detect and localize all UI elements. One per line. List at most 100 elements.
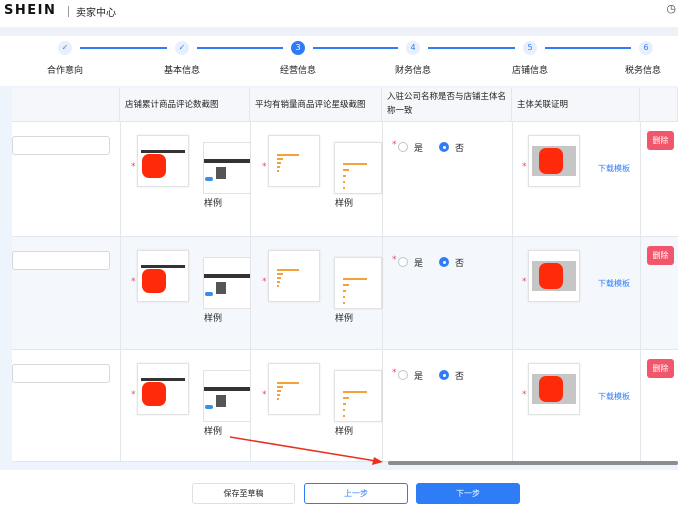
step-label[interactable]: 财务信息 <box>394 66 431 76</box>
required-star: * <box>262 162 267 172</box>
review-count-screenshot[interactable] <box>137 135 189 187</box>
step-label[interactable]: 经营信息 <box>279 66 316 76</box>
clock-icon[interactable]: ◷ <box>666 2 676 15</box>
column-divider <box>120 350 121 462</box>
download-template-link[interactable]: 下载模板 <box>598 392 630 401</box>
column-header <box>12 88 120 122</box>
required-star: * <box>131 277 136 287</box>
required-star: * <box>262 390 267 400</box>
required-star: * <box>131 390 136 400</box>
step-marker-4: 4 <box>406 41 420 55</box>
column-header: 店铺累计商品评论数截图 <box>120 88 250 122</box>
column-divider <box>512 350 513 462</box>
next-step-button[interactable]: 下一步 <box>416 483 520 504</box>
step-label[interactable]: 税务信息 <box>624 66 661 76</box>
delete-button[interactable]: 删除 <box>647 359 674 378</box>
column-header: 入驻公司名称是否与店铺主体名称一致 <box>382 88 512 122</box>
save-draft-button[interactable]: 保存至草稿 <box>192 483 295 504</box>
step-marker-6: 6 <box>639 41 653 55</box>
column-divider <box>640 237 641 350</box>
affiliation-proof-image[interactable] <box>528 363 580 415</box>
column-divider <box>120 122 121 237</box>
review-count-screenshot[interactable] <box>137 363 189 415</box>
column-divider <box>512 237 513 350</box>
required-star: * <box>392 140 397 150</box>
required-star: * <box>392 255 397 265</box>
radio-yes[interactable] <box>398 257 408 267</box>
radio-no-label[interactable]: 否 <box>455 372 465 382</box>
delete-button[interactable]: 删除 <box>647 246 674 265</box>
column-divider <box>640 122 641 237</box>
sample-label: 样例 <box>204 199 223 209</box>
step-connector <box>313 47 398 49</box>
rating-screenshot[interactable] <box>268 363 320 415</box>
radio-no-label[interactable]: 否 <box>455 259 465 269</box>
step-connector <box>80 47 167 49</box>
rating-screenshot[interactable] <box>268 250 320 302</box>
sample-image[interactable] <box>203 370 251 422</box>
download-template-link[interactable]: 下载模板 <box>598 279 630 288</box>
sample-image[interactable] <box>203 257 251 309</box>
required-star: * <box>522 277 527 287</box>
step-label[interactable]: 店铺信息 <box>511 66 548 76</box>
step-marker-3: 3 <box>291 41 305 55</box>
step-connector <box>545 47 631 49</box>
step-marker-2: ✓ <box>175 41 189 55</box>
step-marker-1: ✓ <box>58 41 72 55</box>
required-star: * <box>522 162 527 172</box>
sample-label: 样例 <box>335 199 354 209</box>
sample-image[interactable] <box>334 142 382 194</box>
top-header: SHEIN 卖家中心 ◷ <box>0 0 678 26</box>
rating-screenshot[interactable] <box>268 135 320 187</box>
app-title: 卖家中心 <box>76 8 116 19</box>
row-input[interactable] <box>12 364 110 383</box>
delete-button[interactable]: 删除 <box>647 131 674 150</box>
header-band <box>0 27 678 36</box>
column-header: 主体关联证明 <box>512 88 640 122</box>
radio-yes[interactable] <box>398 142 408 152</box>
affiliation-proof-image[interactable] <box>528 135 580 187</box>
step-connector <box>197 47 283 49</box>
column-divider <box>640 350 641 462</box>
affiliation-proof-image[interactable] <box>528 250 580 302</box>
column-divider <box>382 122 383 237</box>
radio-yes-label[interactable]: 是 <box>414 144 424 154</box>
column-header <box>640 88 678 122</box>
step-label[interactable]: 基本信息 <box>163 66 200 76</box>
column-divider <box>512 122 513 237</box>
sample-image[interactable] <box>203 142 251 194</box>
radio-no[interactable] <box>439 142 449 152</box>
sample-label: 样例 <box>204 427 223 437</box>
previous-step-button[interactable]: 上一步 <box>304 483 408 504</box>
radio-no[interactable] <box>439 370 449 380</box>
step-marker-5: 5 <box>523 41 537 55</box>
required-star: * <box>522 390 527 400</box>
row-input[interactable] <box>12 251 110 270</box>
review-count-screenshot[interactable] <box>137 250 189 302</box>
radio-yes-label[interactable]: 是 <box>414 259 424 269</box>
step-connector <box>428 47 515 49</box>
column-divider <box>382 237 383 350</box>
required-star: * <box>262 277 267 287</box>
sample-label: 样例 <box>335 427 354 437</box>
divider <box>68 6 69 17</box>
sample-image[interactable] <box>334 257 382 309</box>
column-divider <box>382 350 383 462</box>
sample-label: 样例 <box>335 314 354 324</box>
radio-no[interactable] <box>439 257 449 267</box>
column-divider <box>120 237 121 350</box>
sample-image[interactable] <box>334 370 382 422</box>
step-label[interactable]: 合作意向 <box>46 66 83 76</box>
required-star: * <box>131 162 136 172</box>
shein-logo: SHEIN <box>4 3 57 18</box>
download-template-link[interactable]: 下载模板 <box>598 164 630 173</box>
sample-label: 样例 <box>204 314 223 324</box>
required-star: * <box>392 368 397 378</box>
radio-yes[interactable] <box>398 370 408 380</box>
radio-no-label[interactable]: 否 <box>455 144 465 154</box>
horizontal-scrollbar[interactable] <box>388 461 678 465</box>
column-header: 平均有销量商品评论星级截图 <box>250 88 382 122</box>
row-input[interactable] <box>12 136 110 155</box>
radio-yes-label[interactable]: 是 <box>414 372 424 382</box>
